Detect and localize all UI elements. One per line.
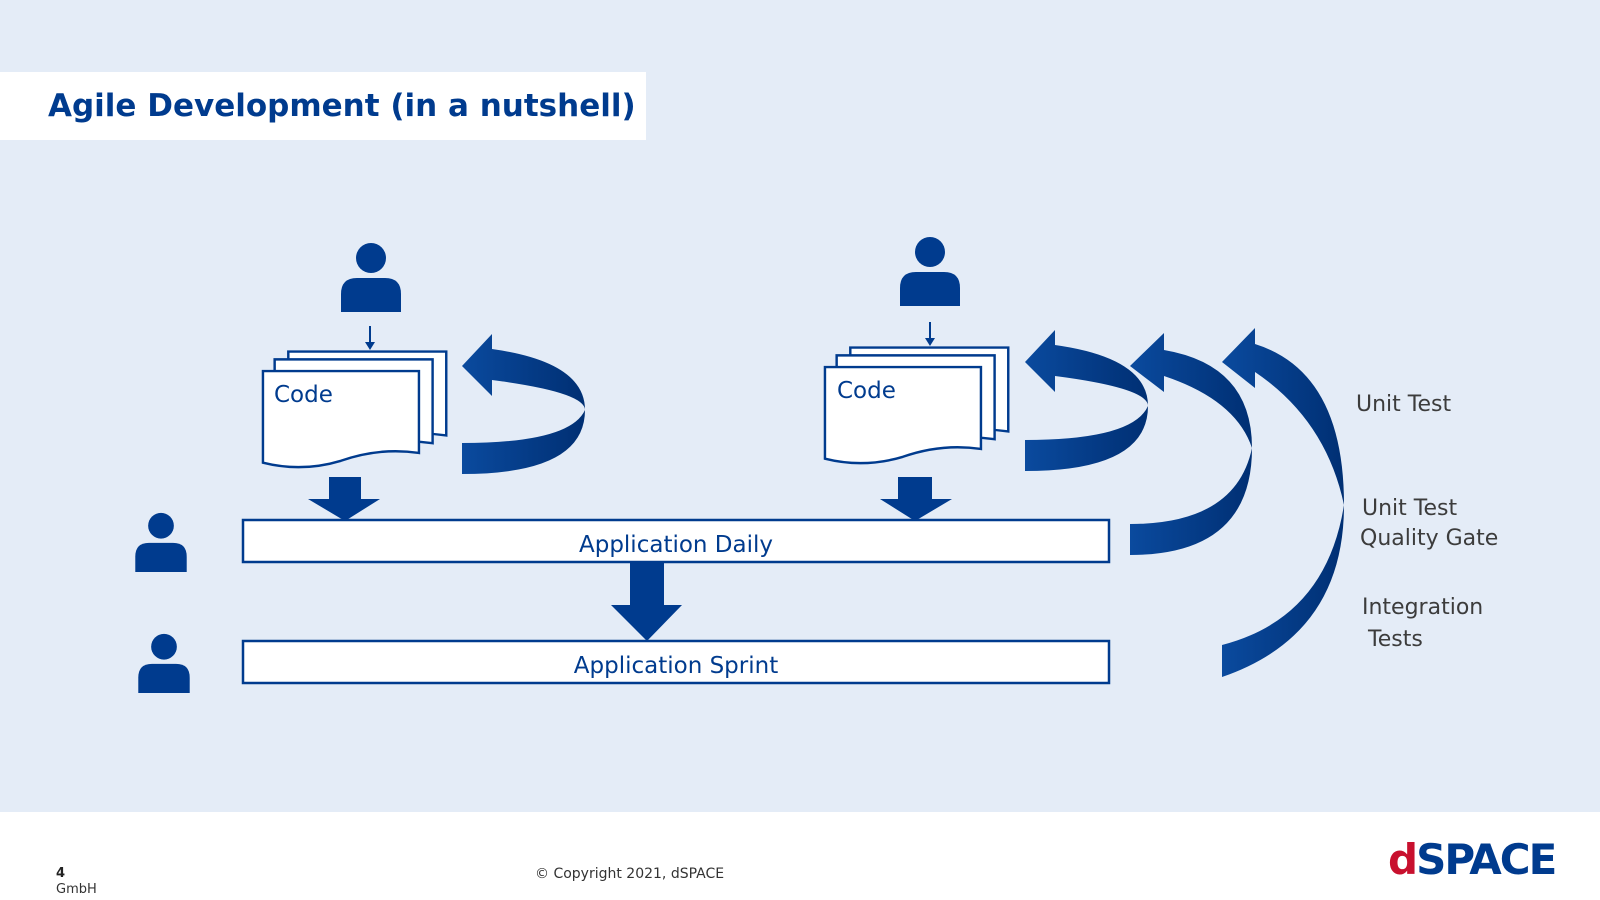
code-label-2: Code <box>837 378 896 404</box>
code-document-stack-1 <box>261 350 448 469</box>
company-suffix: GmbH <box>56 882 97 897</box>
daily-to-sprint-arrow <box>611 562 682 641</box>
unit-test-loop-arrow-1 <box>462 334 585 474</box>
copyright-notice: © Copyright 2021, dSPACE <box>535 866 725 882</box>
unit-test-label: Unit Test <box>1356 392 1452 417</box>
integrator-sprint-icon <box>138 633 190 693</box>
developer-1-icon <box>341 243 401 312</box>
integration-tests-label-line2: Tests <box>1368 627 1423 652</box>
commit-arrow-1 <box>365 326 375 350</box>
integration-tests-label-line1: Integration <box>1362 595 1484 620</box>
quality-gate-label-line1: Unit Test <box>1362 496 1458 521</box>
developer-2-icon <box>900 237 960 306</box>
code-to-daily-arrow-1 <box>308 477 380 521</box>
quality-gate-label-line2: Quality Gate <box>1360 526 1499 551</box>
title-box <box>0 72 646 140</box>
application-sprint-label: Application Sprint <box>573 653 779 679</box>
application-sprint-bar <box>241 639 1111 685</box>
integrator-daily-icon <box>135 512 187 572</box>
commit-arrow-2 <box>925 322 935 346</box>
application-daily-bar <box>241 518 1111 564</box>
code-label-1: Code <box>274 382 333 408</box>
code-document-stack-2 <box>823 346 1010 465</box>
page-number: 4 <box>56 866 66 881</box>
dspace-logo: dSPACE <box>1388 835 1557 884</box>
logo-space: SPACE <box>1416 835 1557 884</box>
application-daily-label: Application Daily <box>578 532 774 558</box>
code-to-daily-arrow-2 <box>880 477 952 521</box>
agile-diagram <box>135 237 1344 693</box>
unit-test-loop-arrow-2 <box>1025 330 1148 471</box>
logo-d: d <box>1388 835 1418 884</box>
quality-gate-arrow <box>1130 333 1252 555</box>
page-title: Agile Development (in a nutshell) <box>48 88 636 124</box>
integration-tests-arrow <box>1222 328 1344 677</box>
